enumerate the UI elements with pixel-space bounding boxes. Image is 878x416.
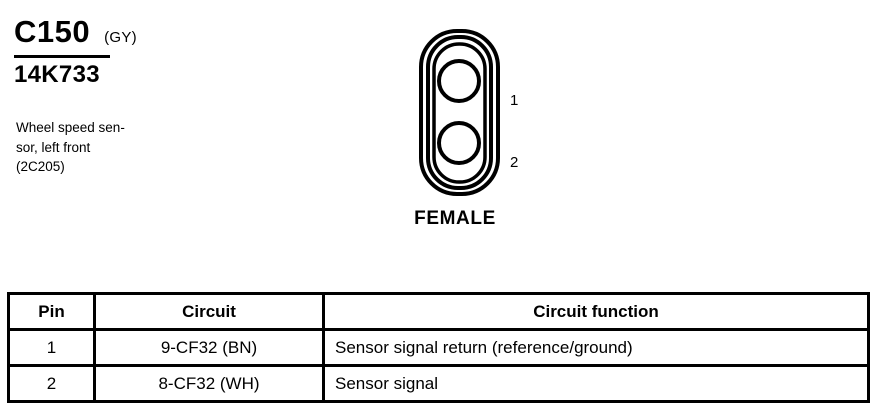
cell-circuit: 9-CF32 (BN) bbox=[93, 328, 325, 367]
table-row: 2 8-CF32 (WH) Sensor signal bbox=[7, 364, 870, 403]
divider-rule bbox=[14, 55, 110, 58]
description-line-2: sor, left front bbox=[16, 139, 91, 155]
header-circuit-function: Circuit function bbox=[322, 292, 870, 331]
table-row: 1 9-CF32 (BN) Sensor signal return (refe… bbox=[7, 328, 870, 367]
connector-id: C150 bbox=[14, 14, 91, 49]
connector-description: Wheel speed sen- sor, left front (2C205) bbox=[16, 118, 191, 177]
header-pin: Pin bbox=[7, 292, 96, 331]
connector-cavity-wall bbox=[432, 42, 487, 184]
cell-circuit: 8-CF32 (WH) bbox=[93, 364, 325, 403]
description-line-1: Wheel speed sen- bbox=[16, 120, 125, 135]
cell-function: Sensor signal return (reference/ground) bbox=[322, 328, 870, 367]
table-header-row: Pin Circuit Circuit function bbox=[7, 292, 870, 331]
header-circuit: Circuit bbox=[93, 292, 325, 331]
connector-part-number: 14K733 bbox=[14, 61, 100, 88]
connector-color-code: (GY) bbox=[104, 29, 137, 46]
description-line-3: (2C205) bbox=[16, 159, 65, 175]
cell-pin: 1 bbox=[7, 328, 96, 367]
connector-id-row: C150 (GY) bbox=[14, 16, 214, 47]
pin-table-container: Pin Circuit Circuit function 1 9-CF32 (B… bbox=[7, 292, 870, 403]
connector-gender-label: FEMALE bbox=[414, 208, 496, 229]
connector-outer-shell bbox=[419, 29, 500, 196]
cavity-label-1: 1 bbox=[510, 92, 519, 109]
pin-assignment-table: Pin Circuit Circuit function 1 9-CF32 (B… bbox=[7, 292, 870, 403]
cell-pin: 2 bbox=[7, 364, 96, 403]
cell-function: Sensor signal bbox=[322, 364, 870, 403]
terminal-cavity-1 bbox=[437, 59, 481, 103]
connector-outline-icon bbox=[419, 29, 500, 196]
connector-face-figure: 1 2 FEMALE bbox=[400, 20, 550, 240]
cavity-label-2: 2 bbox=[510, 154, 519, 171]
terminal-cavity-2 bbox=[437, 121, 481, 165]
connector-identification-block: C150 (GY) 14K733 bbox=[14, 16, 214, 88]
connector-inner-shell bbox=[426, 35, 493, 190]
